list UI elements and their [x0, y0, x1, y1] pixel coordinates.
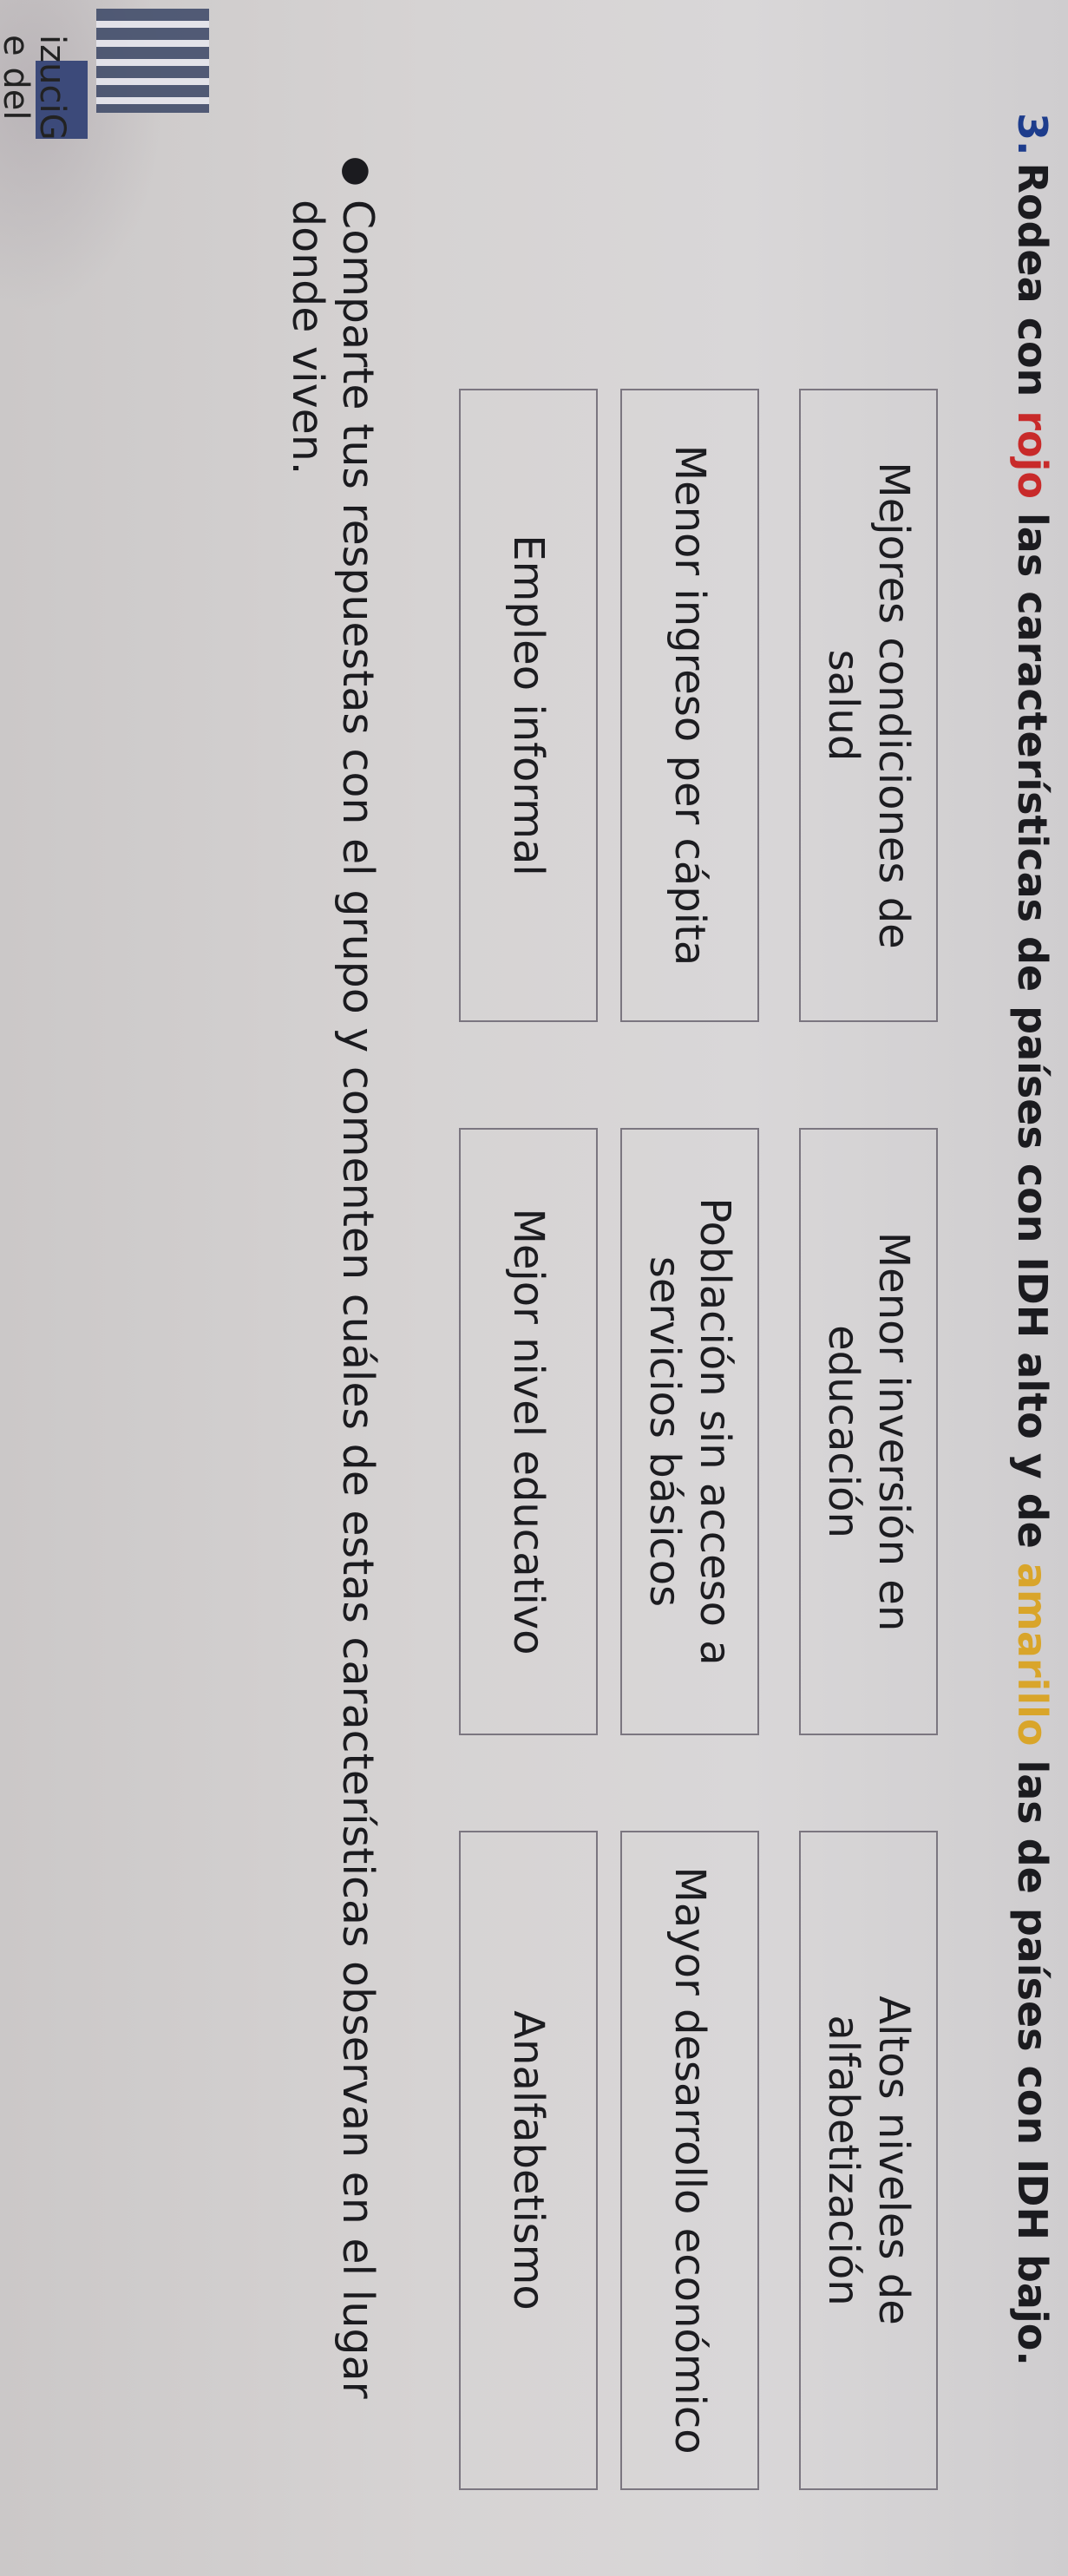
characteristic-box[interactable]: Población sin acceso a servicios básicos — [620, 1128, 759, 1735]
margin-text: izuciG e del 022 — [0, 35, 72, 141]
characteristic-box[interactable]: Altos niveles de alfabetización — [799, 1831, 938, 2490]
characteristic-box[interactable]: Menor inversión en educación — [799, 1128, 938, 1735]
red-word: rojo — [1009, 410, 1056, 499]
characteristic-box[interactable]: Analfabetismo — [459, 1831, 598, 2490]
characteristic-box[interactable]: Mayor desarrollo económico — [620, 1831, 759, 2490]
bullet-icon: ● — [337, 156, 377, 187]
characteristic-box[interactable]: Menor ingreso per cápita — [620, 389, 759, 1022]
instruction-bullet: ● Comparte tus respuestas con el grupo y… — [283, 156, 383, 2399]
characteristic-box[interactable]: Empleo informal — [459, 389, 598, 1022]
question-number: 3. — [1009, 113, 1056, 156]
characteristic-box[interactable]: Mejor nivel educativo — [459, 1128, 598, 1735]
qr-code-icon — [36, 0, 226, 139]
question-text: 3.Rodea con rojo las características de … — [1009, 113, 1056, 2366]
characteristic-box[interactable]: Mejores condiciones de salud — [799, 389, 938, 1022]
yellow-word: amarillo — [1009, 1562, 1056, 1747]
